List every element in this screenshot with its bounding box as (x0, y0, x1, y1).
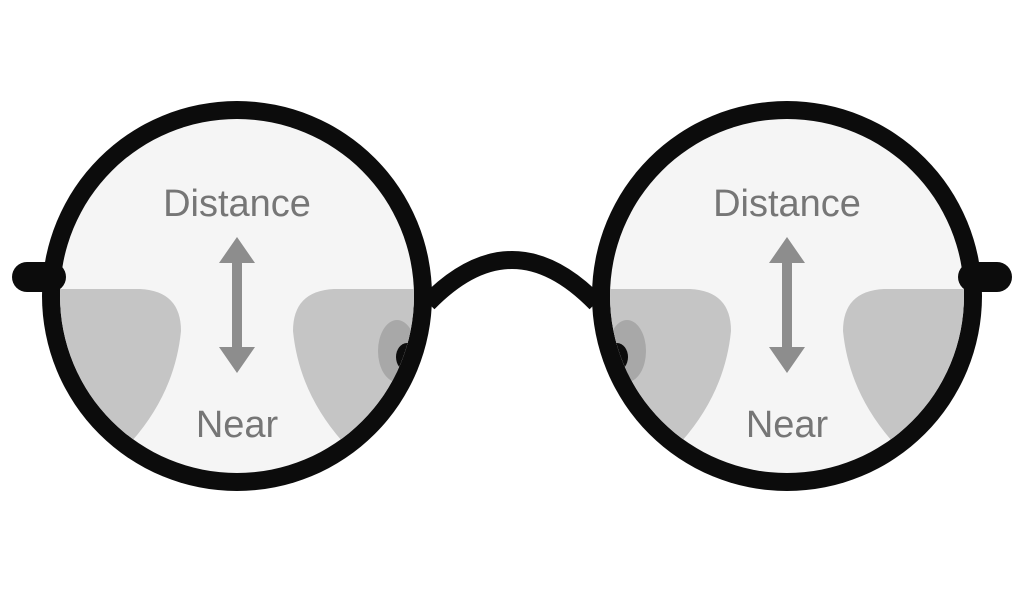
left-distance-label: Distance (163, 183, 311, 225)
left-distance-near-arrow (219, 237, 255, 373)
left-lens-group: Distance Near (42, 101, 432, 491)
bridge (421, 251, 603, 310)
right-near-label: Near (746, 404, 829, 446)
left-temple-hinge (12, 262, 66, 292)
right-distance-near-arrow (769, 237, 805, 373)
right-temple-hinge (958, 262, 1012, 292)
right-distance-label: Distance (713, 183, 861, 225)
left-near-label: Near (196, 404, 279, 446)
right-lens-group: Distance Near (592, 101, 982, 491)
